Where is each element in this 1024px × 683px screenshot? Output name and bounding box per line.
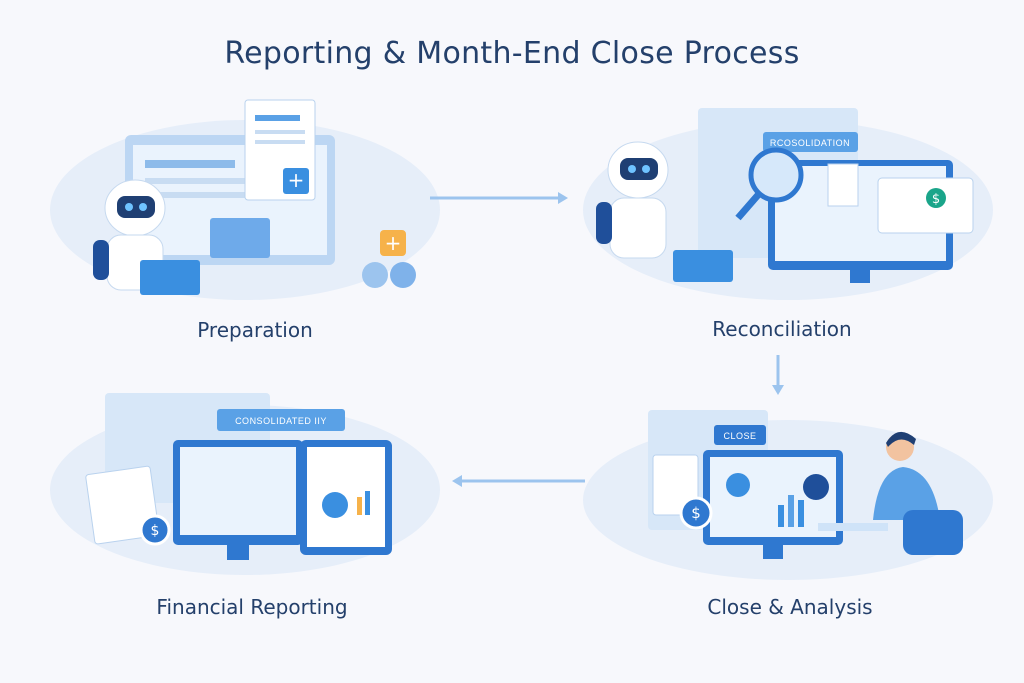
plus-icon: [380, 230, 406, 256]
svg-text:+: +: [288, 168, 305, 192]
svg-text:$: $: [932, 192, 940, 207]
svg-text:$: $: [691, 504, 701, 522]
step-label-close-analysis: Close & Analysis: [707, 595, 873, 619]
arrow-right: [430, 190, 570, 210]
step-label-financial-reporting: Financial Reporting: [156, 595, 348, 619]
svg-text:+: +: [385, 231, 402, 255]
close-analysis-illustration: CLOSE $: [583, 410, 993, 580]
step-label-reconciliation: Reconciliation: [712, 317, 852, 341]
close-tag: CLOSE: [723, 431, 756, 441]
reconciliation-tag: RCOSOLIDATION: [770, 138, 850, 148]
preparation-illustration: + +: [50, 99, 440, 300]
page-title: Reporting & Month-End Close Process: [224, 36, 800, 71]
arrow-left: [450, 473, 585, 493]
arrow-down: [770, 355, 786, 401]
consolidated-tag: CONSOLIDATED IIY: [235, 416, 327, 426]
step-label-preparation: Preparation: [197, 318, 313, 342]
financial-reporting-illustration: CONSOLIDATED IIY $: [50, 393, 440, 575]
svg-text:$: $: [151, 523, 160, 539]
reconciliation-illustration: RCOSOLIDATION $: [583, 108, 993, 300]
